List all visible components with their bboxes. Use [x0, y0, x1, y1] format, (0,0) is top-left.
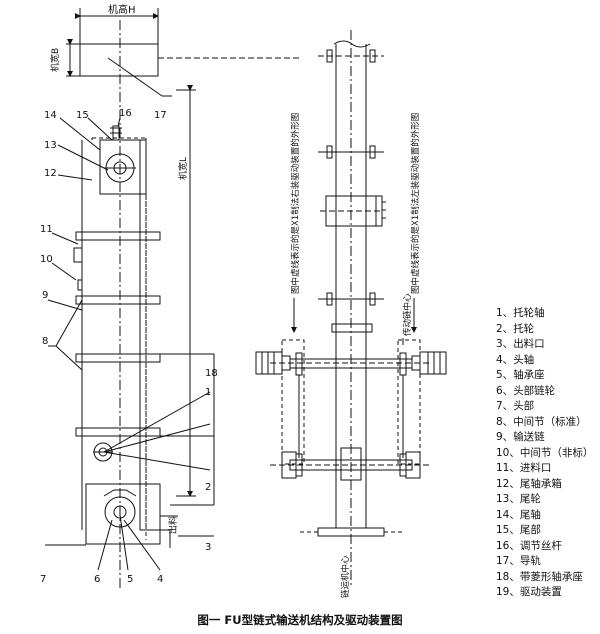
callout-12: 12	[44, 168, 57, 179]
callout-17: 17	[154, 110, 167, 121]
callout-14: 14	[44, 110, 57, 121]
note-right-mount: 图中虚线表示的是X1制法右装驱动装置的外形图	[290, 113, 301, 294]
legend-item: 7、头部	[496, 400, 535, 412]
callout-9: 9	[42, 290, 48, 301]
callout-16: 16	[119, 108, 132, 119]
legend-item: 18、带菱形轴承座	[496, 570, 583, 583]
note-left-mount: 图中虚线表示的是X1制法左装驱动装置的外形图	[410, 113, 421, 294]
legend-item: 12、尾轴承箱	[496, 477, 562, 490]
legend-item: 17、导轨	[496, 555, 541, 567]
legend-item: 8、中间节（标准）	[496, 415, 587, 428]
outlet-dimension-label: 出料	[167, 516, 179, 534]
side-view	[45, 8, 300, 590]
legend-item: 15、尾部	[496, 524, 541, 536]
callout-11: 11	[40, 224, 53, 235]
legend-item: 16、调节丝杆	[496, 539, 562, 552]
callout-18: 18	[205, 368, 218, 379]
callout-13: 13	[44, 140, 57, 151]
legend-item: 19、驱动装置	[496, 586, 562, 598]
legend-item: 13、尾轮	[496, 493, 541, 505]
drive-view	[255, 30, 447, 585]
callout-6: 6	[94, 574, 100, 585]
legend-item: 2、托轮	[496, 322, 535, 335]
legend-item: 11、进料口	[496, 462, 552, 474]
legend-item: 10、中间节（非标）	[496, 446, 594, 459]
legend-item: 3、出料口	[496, 338, 545, 350]
callout-4: 4	[157, 574, 163, 585]
callout-8: 8	[42, 336, 48, 347]
drive-view-labels: 图中虚线表示的是X1制法右装驱动装置的外形图 图中虚线表示的是X1制法左装驱动装…	[290, 113, 421, 598]
legend-item: 1、托轮轴	[496, 307, 545, 319]
callout-3: 3	[205, 542, 211, 553]
callout-15: 15	[76, 110, 89, 121]
dimension-depth-label: 机宽B	[49, 48, 61, 72]
legend-item: 14、尾轴	[496, 508, 541, 521]
figure-caption: 图一 FU型链式输送机结构及驱动装置图	[197, 613, 403, 627]
parts-legend: 1、托轮轴 2、托轮 3、出料口 4、头轴 5、轴承座 6、头部链轮 7、头部 …	[496, 306, 600, 601]
callout-7: 7	[40, 574, 46, 585]
callout-2: 2	[205, 482, 211, 493]
legend-item: 9、输送链	[496, 431, 545, 443]
legend-item: 5、轴承座	[496, 369, 545, 381]
legend-item: 6、头部链轮	[496, 384, 556, 397]
drive-chain-center-label: 传动链中心	[402, 293, 413, 336]
dimension-height-label: 机高H	[108, 3, 136, 16]
callout-10: 10	[40, 254, 53, 265]
conveyor-center-label: 链运机中心	[340, 555, 351, 598]
side-view-labels: 机高H 机宽B 机宽L 出料 1 2 3 4 5 6 7 8 9 10 11 1…	[40, 3, 218, 585]
callout-1: 1	[205, 387, 211, 398]
dimension-length-label: 机宽L	[177, 157, 189, 180]
legend-item: 4、头轴	[496, 353, 535, 366]
callout-5: 5	[127, 574, 133, 585]
